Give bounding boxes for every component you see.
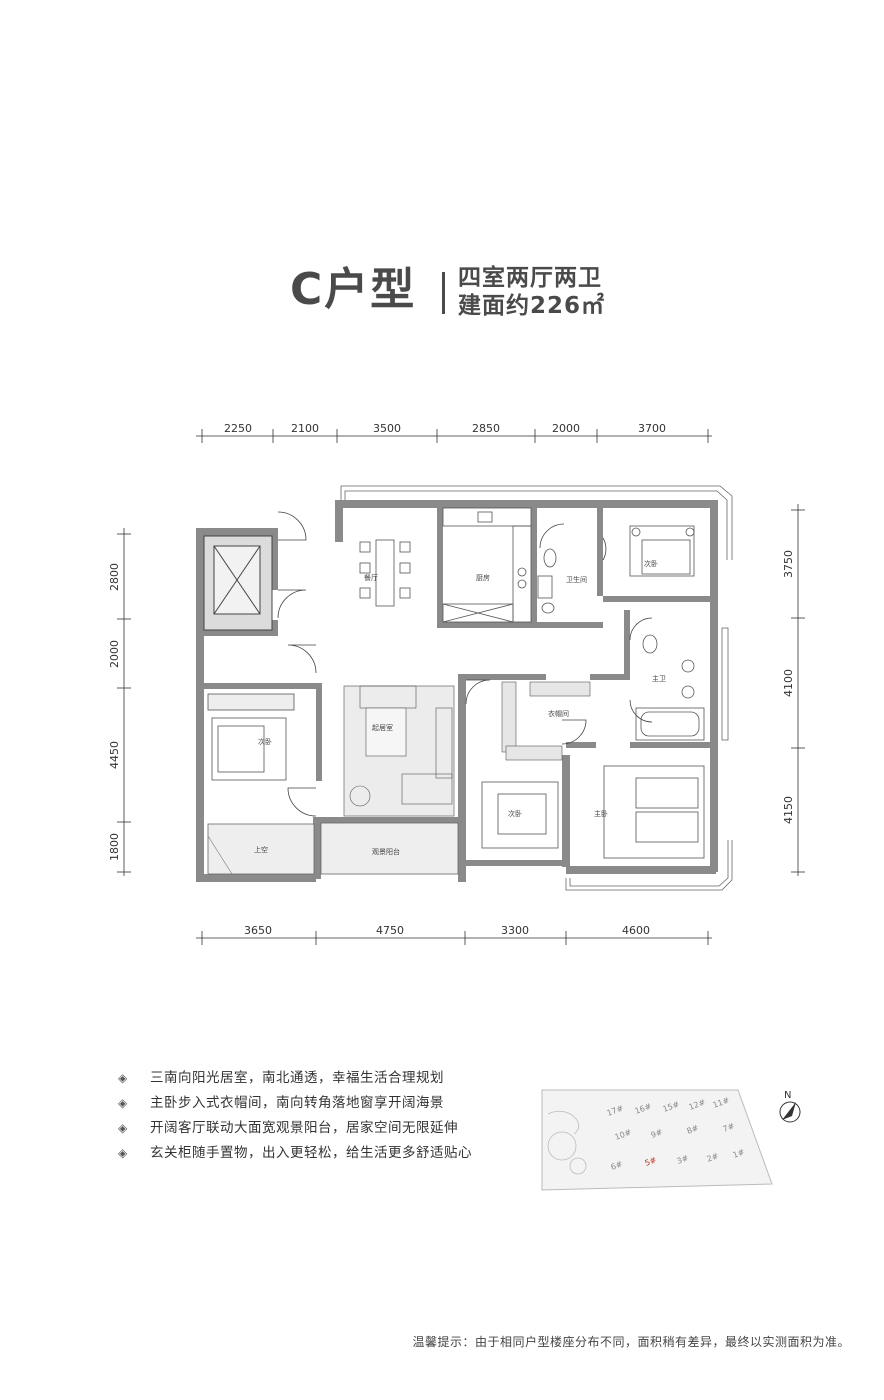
room-labels: 餐厅 厨房 卫生间 次卧 主卫 起居室 衣帽间 次卧 次卧 主卧 上空 观景阳台 <box>254 559 666 856</box>
building-7: 7# <box>722 1121 736 1134</box>
bottom-dim-1: 3650 <box>244 924 272 937</box>
bed-mid <box>481 781 559 849</box>
bed-west <box>207 693 295 781</box>
feature-text: 三南向阳光居室，南北通透，幸福生活合理规划 <box>150 1070 444 1086</box>
title-block: C户型 四室两厅两卫 建面约226㎡ <box>0 262 884 322</box>
site-plan-map: N 17# 16# 15# 12# 11# 10# 9# 8# 7# 6# 5#… <box>541 1089 801 1191</box>
unit-type-title: C户型 <box>290 264 417 315</box>
feature-list: ◈ 三南向阳光居室，南北通透，幸福生活合理规划 ◈ 主卧步入式衣帽间，南向转角落地窗… <box>118 1066 472 1166</box>
room-master-bath: 主卫 <box>652 674 666 683</box>
top-dimension-labels: 2250 2100 3500 2850 2000 3700 <box>224 422 666 435</box>
area-description: 建面约226㎡ <box>458 293 606 319</box>
left-dim-4: 1800 <box>108 833 121 861</box>
room-upper-void: 上空 <box>254 845 268 854</box>
kitchen-fixtures <box>442 507 532 623</box>
room-dining: 餐厅 <box>364 573 378 582</box>
layout-description: 四室两厅两卫 <box>458 265 602 291</box>
room-bedroom-mid: 次卧 <box>508 809 522 818</box>
left-dim-2: 2000 <box>108 640 121 668</box>
room-bathroom: 卫生间 <box>566 575 587 584</box>
feature-item: ◈ 主卧步入式衣帽间，南向转角落地窗享开阔海景 <box>118 1091 472 1116</box>
bottom-dim-3: 3300 <box>501 924 529 937</box>
building-9: 9# <box>650 1127 664 1140</box>
top-dim-6: 3700 <box>638 422 666 435</box>
diamond-bullet-icon: ◈ <box>118 1121 128 1135</box>
elevator-shaft <box>203 535 273 631</box>
north-arrow-icon: N <box>779 1090 801 1123</box>
room-bedroom-ne: 次卧 <box>644 559 658 568</box>
room-bedroom-west: 次卧 <box>258 737 272 746</box>
building-6: 6# <box>610 1159 624 1172</box>
top-dim-1: 2250 <box>224 422 252 435</box>
left-dim-1: 2800 <box>108 563 121 591</box>
room-master-bedroom: 主卧 <box>594 809 608 818</box>
site-boundary <box>541 1089 773 1191</box>
right-dimension-line <box>791 504 805 876</box>
room-view-balcony: 观景阳台 <box>372 847 400 856</box>
site-landscape <box>547 1110 587 1175</box>
right-dim-2: 4100 <box>782 669 795 697</box>
dining-table <box>359 539 411 607</box>
top-dimension-line <box>196 429 712 443</box>
building-1: 1# <box>732 1147 746 1160</box>
left-dimension-line <box>117 528 131 876</box>
bottom-dim-4: 4600 <box>622 924 650 937</box>
north-label: N <box>784 1090 791 1101</box>
room-living: 起居室 <box>372 723 393 732</box>
right-dim-3: 4150 <box>782 796 795 824</box>
building-3: 3# <box>676 1153 690 1166</box>
diamond-bullet-icon: ◈ <box>118 1096 128 1110</box>
living-area-rug <box>343 685 455 817</box>
feature-text: 开阔客厅联动大面宽观景阳台，居家空间无限延伸 <box>150 1120 458 1136</box>
bottom-dim-2: 4750 <box>376 924 404 937</box>
top-dim-5: 2000 <box>552 422 580 435</box>
feature-item: ◈ 玄关柜随手置物，出入更轻松，给生活更多舒适贴心 <box>118 1141 472 1166</box>
top-dim-2: 2100 <box>291 422 319 435</box>
window-frames <box>340 485 733 891</box>
right-dimension-labels: 3750 4100 4150 <box>782 550 795 824</box>
balconies <box>207 822 459 875</box>
room-kitchen: 厨房 <box>476 573 490 582</box>
bath-fixtures <box>537 548 705 741</box>
feature-item: ◈ 三南向阳光居室，南北通透，幸福生活合理规划 <box>118 1066 472 1091</box>
bottom-dimension-line <box>196 931 712 945</box>
feature-text: 主卧步入式衣帽间，南向转角落地窗享开阔海景 <box>150 1095 444 1111</box>
feature-text: 玄关柜随手置物，出入更轻松，给生活更多舒适贴心 <box>150 1145 472 1161</box>
building-8: 8# <box>686 1123 700 1136</box>
left-dim-3: 4450 <box>108 741 121 769</box>
closet-shelves <box>501 681 591 761</box>
right-dim-1: 3750 <box>782 550 795 578</box>
building-5: 5# <box>644 1155 658 1168</box>
top-dim-4: 2850 <box>472 422 500 435</box>
left-dimension-labels: 2800 2000 4450 1800 <box>108 563 121 861</box>
footer-disclaimer: 温馨提示：由于相同户型楼座分布不同，面积稍有差异，最终以实测面积为准。 <box>412 1335 850 1349</box>
top-dim-3: 3500 <box>373 422 401 435</box>
diamond-bullet-icon: ◈ <box>118 1146 128 1160</box>
diamond-bullet-icon: ◈ <box>118 1071 128 1085</box>
building-2: 2# <box>706 1151 720 1164</box>
bottom-dimension-labels: 3650 4750 3300 4600 <box>244 924 650 937</box>
title-divider <box>442 272 445 314</box>
room-walk-in-closet: 衣帽间 <box>548 709 569 718</box>
door-swings <box>277 511 653 817</box>
bed-master <box>603 765 705 859</box>
walls <box>196 500 718 882</box>
bed-ne <box>629 525 695 577</box>
feature-item: ◈ 开阔客厅联动大面宽观景阳台，居家空间无限延伸 <box>118 1116 472 1141</box>
